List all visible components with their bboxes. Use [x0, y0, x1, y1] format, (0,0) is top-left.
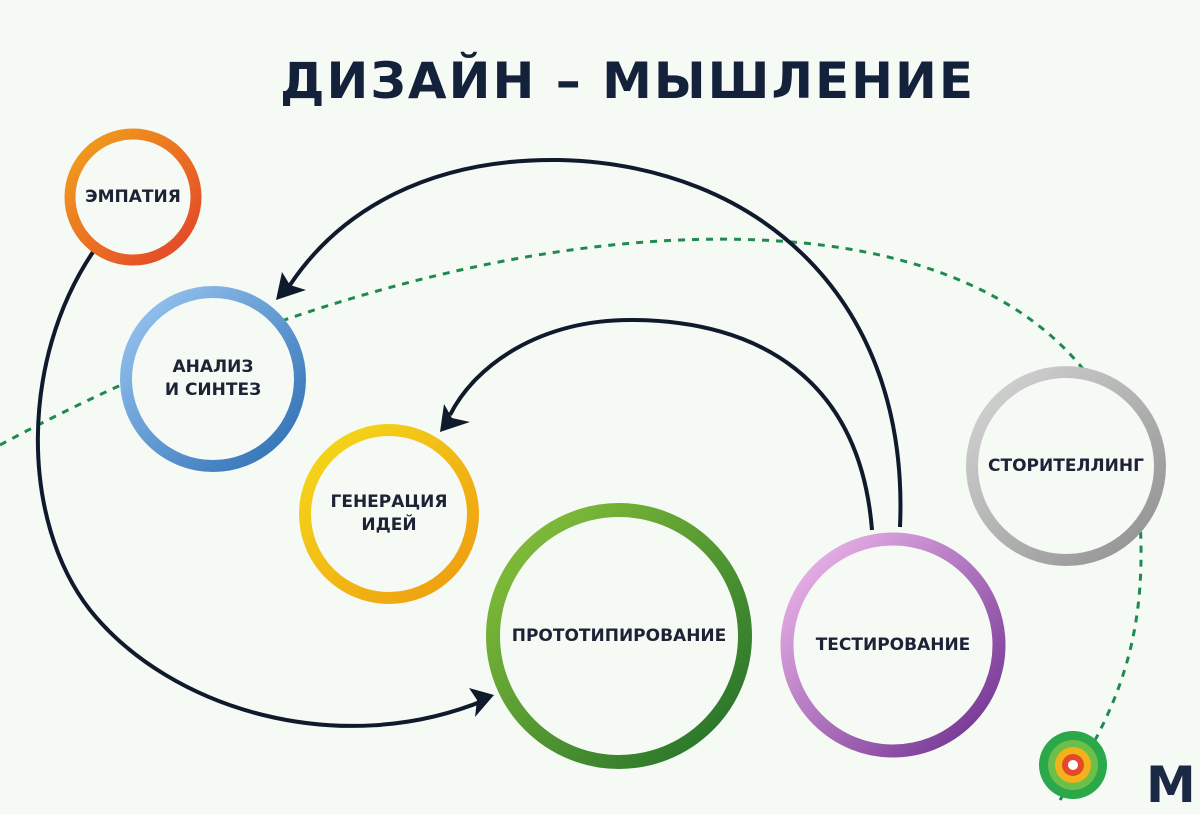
arrow-empathy-to-prototyping	[35, 250, 486, 728]
dotted-boundary-arc	[0, 237, 1143, 801]
node-circle-testing	[780, 532, 1006, 758]
node-label-empathy: ЭМПАТИЯ	[85, 186, 181, 207]
logo-letter: M	[1146, 756, 1196, 814]
arrowhead-prototyping	[469, 688, 494, 717]
arrow-testing-to-ideation	[448, 317, 874, 531]
node-circle-empathy	[64, 128, 202, 266]
page-title: ДИЗАЙН – МЫШЛЕНИЕ	[280, 52, 975, 110]
node-label-testing: ТЕСТИРОВАНИЕ	[815, 634, 971, 655]
node-circle-ideation	[299, 424, 479, 604]
arrowhead-ideation	[440, 404, 470, 432]
node-label-storytelling: СТОРИТЕЛЛИНГ	[988, 455, 1144, 476]
node-label-ideation: ГЕНЕРАЦИЯ ИДЕЙ	[330, 492, 448, 535]
node-label-prototyping: ПРОТОТИПИРОВАНИЕ	[511, 625, 727, 646]
arrowhead-analysis	[276, 272, 306, 300]
logo-icon	[1039, 731, 1107, 799]
node-label-analysis: АНАЛИЗ И СИНТЕЗ	[164, 357, 262, 400]
node-circle-storytelling	[966, 366, 1166, 566]
node-circle-analysis	[120, 286, 306, 472]
arrow-testing-to-analysis	[288, 157, 903, 528]
node-circle-prototyping	[486, 503, 752, 769]
